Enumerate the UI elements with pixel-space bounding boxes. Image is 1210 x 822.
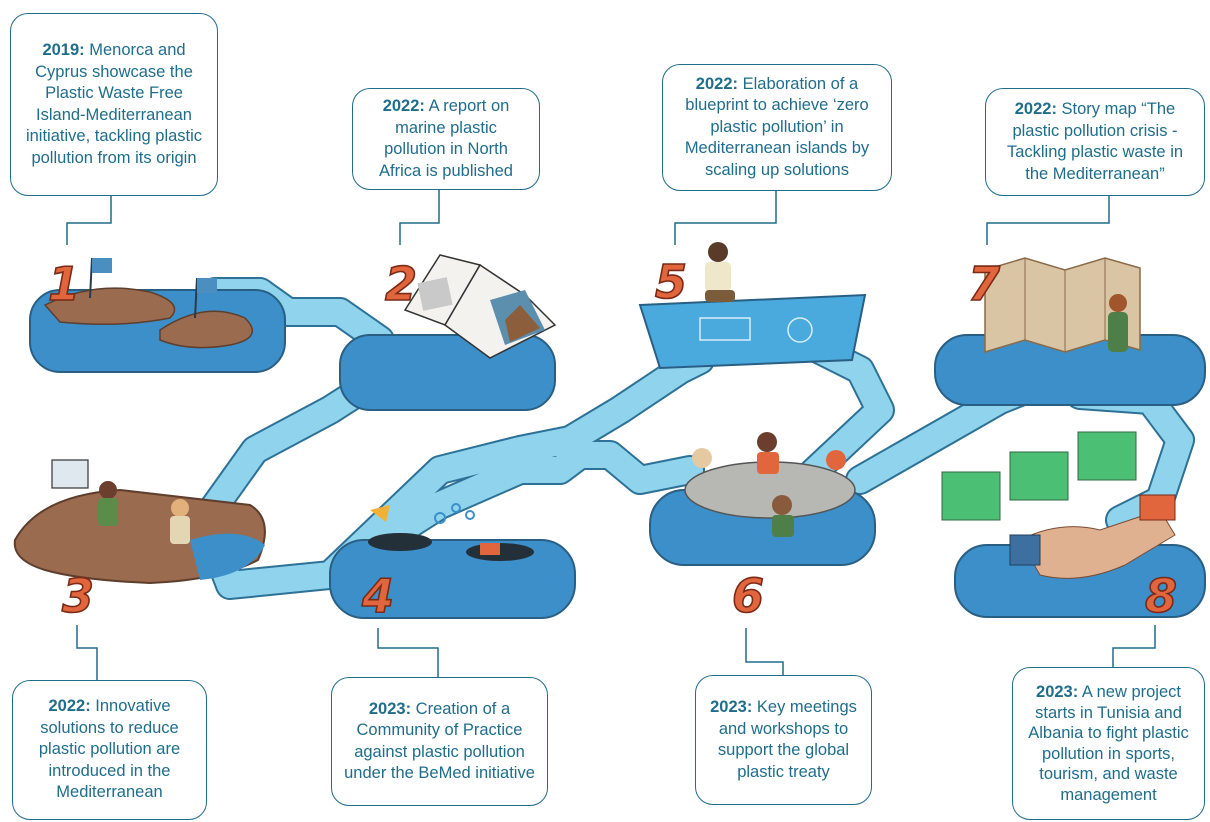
step-number-4: 4 — [361, 569, 394, 623]
milestone-2-box: 2022: A report on marine plastic polluti… — [352, 88, 540, 190]
milestone-2-year: 2022: — [382, 97, 425, 115]
milestone-3-text: Innovative solutions to reduce plastic p… — [38, 697, 181, 802]
step-number-7: 7 — [968, 257, 1000, 311]
platforms — [13, 242, 1206, 619]
river-path — [190, 277, 1195, 600]
milestone-4-year: 2023: — [368, 699, 412, 718]
milestone-5-year: 2022: — [695, 74, 738, 93]
step-number-1: 1 — [48, 257, 80, 311]
step-number-8: 8 — [1145, 569, 1177, 623]
milestone-5-text: Elaboration of a blueprint to achieve ‘z… — [684, 74, 870, 179]
milestone-8-text: A new project starts in Tunisia and Alba… — [1028, 683, 1189, 804]
platform-6 — [649, 432, 876, 566]
milestone-1-box: 2019: Menorca and Cyprus showcase the Pl… — [10, 13, 218, 196]
step-number-3: 3 — [62, 569, 94, 623]
step-number-5: 5 — [655, 255, 687, 309]
platform-8 — [941, 431, 1206, 618]
milestone-7-box: 2022: Story map “The plastic pollution c… — [985, 88, 1205, 196]
platform-7 — [934, 257, 1206, 406]
milestone-6-year: 2023: — [710, 698, 753, 716]
platform-3 — [13, 459, 266, 585]
step-number-6: 6 — [732, 569, 764, 623]
milestone-4-box: 2023: Creation of a Community of Practic… — [331, 677, 548, 806]
milestone-6-text: Key meetings and workshops to support th… — [717, 698, 857, 781]
milestone-8-year: 2023: — [1036, 683, 1079, 701]
milestone-7-year: 2022: — [1014, 100, 1057, 118]
platform-5 — [638, 242, 867, 370]
connector-lines — [66, 190, 1156, 680]
milestone-3-year: 2022: — [48, 697, 91, 716]
milestone-1-year: 2019: — [42, 41, 85, 59]
milestone-3-box: 2022: Innovative solutions to reduce pla… — [12, 680, 207, 820]
step-number-2: 2 — [385, 257, 417, 311]
milestone-5-box: 2022: Elaboration of a blueprint to achi… — [662, 64, 892, 191]
platform-1 — [29, 257, 286, 373]
milestone-6-box: 2023: Key meetings and workshops to supp… — [695, 675, 872, 805]
milestone-4-text: Creation of a Community of Practice agai… — [344, 699, 535, 783]
milestone-1-text: Menorca and Cyprus showcase the Plastic … — [25, 41, 203, 167]
platform-2 — [339, 254, 557, 411]
milestone-7-text: Story map “The plastic pollution crisis … — [1006, 100, 1184, 183]
milestone-8-box: 2023: A new project starts in Tunisia an… — [1012, 667, 1205, 820]
milestone-2-text: A report on marine plastic pollution in … — [379, 97, 513, 180]
platform-4 — [329, 503, 576, 619]
